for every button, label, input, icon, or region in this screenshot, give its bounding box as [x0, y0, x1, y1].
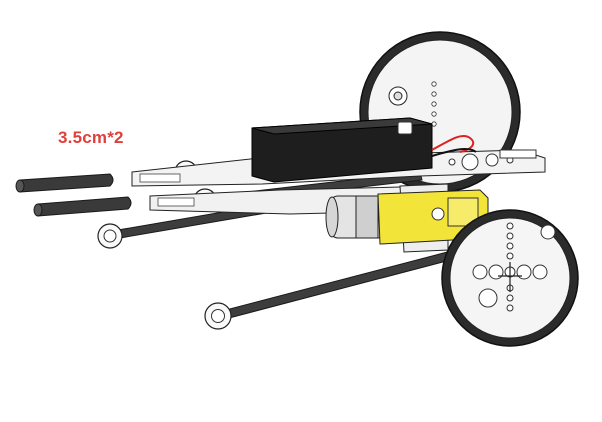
rod-bottom	[204, 249, 459, 330]
front-wheel	[441, 209, 579, 347]
short-rod-upper	[15, 173, 114, 193]
battery-box	[251, 117, 477, 183]
short-rod-lower	[33, 196, 132, 217]
rod-length-label: 3.5cm*2	[58, 128, 124, 147]
